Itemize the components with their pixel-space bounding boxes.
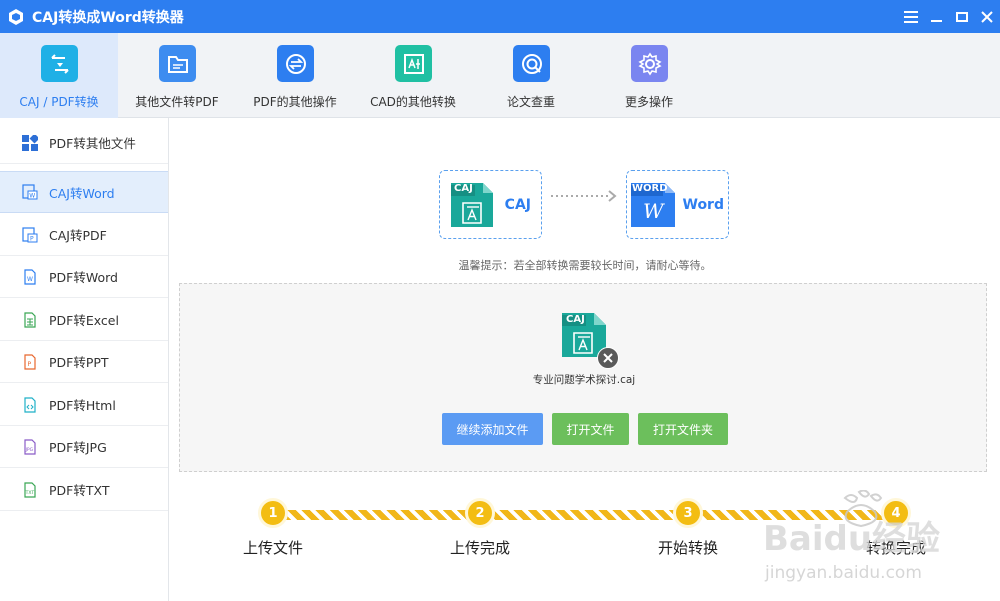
caj-file-icon bbox=[451, 183, 493, 227]
sidebar-item-label: PDF转其他文件 bbox=[49, 136, 136, 151]
progress-track bbox=[283, 510, 883, 520]
tool-caj-pdf-convert[interactable]: CAJ / PDF转换 bbox=[0, 33, 118, 118]
minimize-icon[interactable] bbox=[924, 0, 950, 33]
tool-other-to-pdf[interactable]: 其他文件转PDF bbox=[118, 33, 236, 118]
sidebar: PDF转其他文件 W CAJ转Word P CAJ转PDF W PDF转Word… bbox=[0, 118, 169, 601]
tool-pdf-other-ops[interactable]: PDF的其他操作 bbox=[236, 33, 354, 118]
svg-text:TXT: TXT bbox=[25, 490, 35, 496]
svg-text:W: W bbox=[27, 276, 33, 283]
tool-label: CAJ / PDF转换 bbox=[19, 95, 99, 109]
tool-label: 其他文件转PDF bbox=[135, 95, 219, 109]
pdf-excel-icon bbox=[22, 311, 38, 328]
source-format-box: CAJ CAJ bbox=[439, 170, 542, 239]
sidebar-item-label: PDF转Word bbox=[49, 270, 118, 285]
gear-icon bbox=[631, 45, 668, 82]
open-folder-button[interactable]: 打开文件夹 bbox=[638, 413, 728, 445]
file-drop-zone[interactable]: CAJ 专业问题学术探讨.caj 继续添加文件 打开文件 打开文件夹 bbox=[179, 283, 987, 472]
caj-pdf-icon: P bbox=[22, 226, 38, 243]
convert-arrow-icon bbox=[551, 190, 617, 202]
menu-icon[interactable] bbox=[898, 0, 924, 33]
add-more-files-button[interactable]: 继续添加文件 bbox=[442, 413, 543, 445]
tool-more-ops[interactable]: 更多操作 bbox=[590, 33, 708, 118]
tool-cad-convert[interactable]: CAD的其他转换 bbox=[354, 33, 472, 118]
step-3-badge: 3 bbox=[673, 498, 703, 528]
word-file-icon bbox=[631, 183, 675, 227]
caj-badge: CAJ bbox=[454, 183, 473, 194]
word-badge: WORD bbox=[632, 183, 668, 194]
tool-label: CAD的其他转换 bbox=[370, 95, 456, 109]
pdf-txt-icon: TXT bbox=[22, 481, 38, 498]
step-1-badge: 1 bbox=[258, 498, 288, 528]
step-1-label: 上传文件 bbox=[242, 539, 303, 557]
step-2-badge: 2 bbox=[465, 498, 495, 528]
remove-file-icon[interactable] bbox=[597, 347, 619, 369]
main-toolbar: CAJ / PDF转换 其他文件转PDF PDF的其他操作 CAD的其他转换 论… bbox=[0, 33, 1000, 118]
sidebar-item-label: PDF转PPT bbox=[49, 355, 109, 370]
source-format-label: CAJ bbox=[504, 197, 531, 213]
sidebar-item-pdf-to-txt[interactable]: TXT PDF转TXT bbox=[0, 469, 168, 511]
svg-text:P: P bbox=[30, 235, 34, 242]
sidebar-item-pdf-to-other[interactable]: PDF转其他文件 bbox=[0, 122, 168, 164]
cad-drawing-icon bbox=[395, 45, 432, 82]
caj-file-icon bbox=[562, 313, 606, 357]
pdf-jpg-icon: JPG bbox=[22, 438, 38, 455]
file-name: 专业问题学术探讨.caj bbox=[532, 374, 636, 386]
step-4-badge: 4 bbox=[881, 498, 911, 528]
pdf-ppt-icon: P bbox=[22, 353, 38, 370]
sidebar-item-label: PDF转Excel bbox=[49, 313, 119, 328]
sidebar-item-label: PDF转JPG bbox=[49, 440, 107, 455]
close-icon[interactable] bbox=[974, 0, 1000, 33]
file-card[interactable]: CAJ bbox=[561, 312, 609, 358]
caj-badge: CAJ bbox=[566, 314, 585, 325]
caj-pdf-convert-icon bbox=[41, 45, 78, 82]
open-file-button[interactable]: 打开文件 bbox=[552, 413, 629, 445]
svg-text:W: W bbox=[29, 193, 35, 200]
sidebar-item-label: CAJ转Word bbox=[49, 185, 115, 201]
tip-text: 温馨提示：若全部转换需要较长时间，请耐心等待。 bbox=[458, 259, 712, 272]
title-bar: CAJ转换成Word转换器 bbox=[0, 0, 1000, 33]
pdf-word-icon: W bbox=[22, 268, 38, 285]
tool-label: PDF的其他操作 bbox=[253, 95, 337, 109]
caj-word-icon: W bbox=[22, 184, 38, 200]
app-title: CAJ转换成Word转换器 bbox=[32, 9, 184, 26]
magnifier-check-icon bbox=[513, 45, 550, 82]
main-panel: CAJ CAJ WORD W Word 温馨提示：若全部转换需要较长时间，请耐心… bbox=[170, 118, 1000, 601]
target-format-label: Word bbox=[682, 197, 725, 213]
svg-text:JPG: JPG bbox=[25, 447, 34, 453]
sidebar-item-caj-to-pdf[interactable]: P CAJ转PDF bbox=[0, 214, 168, 256]
target-format-box: WORD W Word bbox=[626, 170, 729, 239]
maximize-icon[interactable] bbox=[949, 0, 975, 33]
sidebar-item-label: PDF转TXT bbox=[49, 483, 110, 498]
app-logo-icon bbox=[9, 8, 23, 25]
sidebar-item-pdf-to-ppt[interactable]: P PDF转PPT bbox=[0, 341, 168, 383]
word-glyph: W bbox=[643, 199, 664, 223]
sidebar-item-pdf-to-jpg[interactable]: JPG PDF转JPG bbox=[0, 426, 168, 468]
step-3-label: 开始转换 bbox=[657, 539, 718, 557]
sidebar-item-label: CAJ转PDF bbox=[49, 228, 107, 243]
sidebar-item-label: PDF转Html bbox=[49, 398, 116, 413]
tool-paper-check[interactable]: 论文查重 bbox=[472, 33, 590, 118]
tool-label: 更多操作 bbox=[624, 95, 673, 109]
sidebar-item-pdf-to-excel[interactable]: PDF转Excel bbox=[0, 299, 168, 341]
step-2-label: 上传完成 bbox=[449, 539, 510, 557]
tool-label: 论文查重 bbox=[506, 95, 555, 109]
grid-icon bbox=[22, 134, 38, 151]
swap-arrows-icon bbox=[277, 45, 314, 82]
sidebar-item-caj-to-word[interactable]: W CAJ转Word bbox=[0, 171, 168, 213]
sidebar-item-pdf-to-html[interactable]: PDF转Html bbox=[0, 384, 168, 426]
folder-file-icon bbox=[159, 45, 196, 82]
step-4-label: 转换完成 bbox=[865, 539, 926, 557]
sidebar-item-pdf-to-word[interactable]: W PDF转Word bbox=[0, 256, 168, 298]
svg-text:P: P bbox=[28, 361, 32, 368]
pdf-html-icon bbox=[22, 396, 38, 413]
